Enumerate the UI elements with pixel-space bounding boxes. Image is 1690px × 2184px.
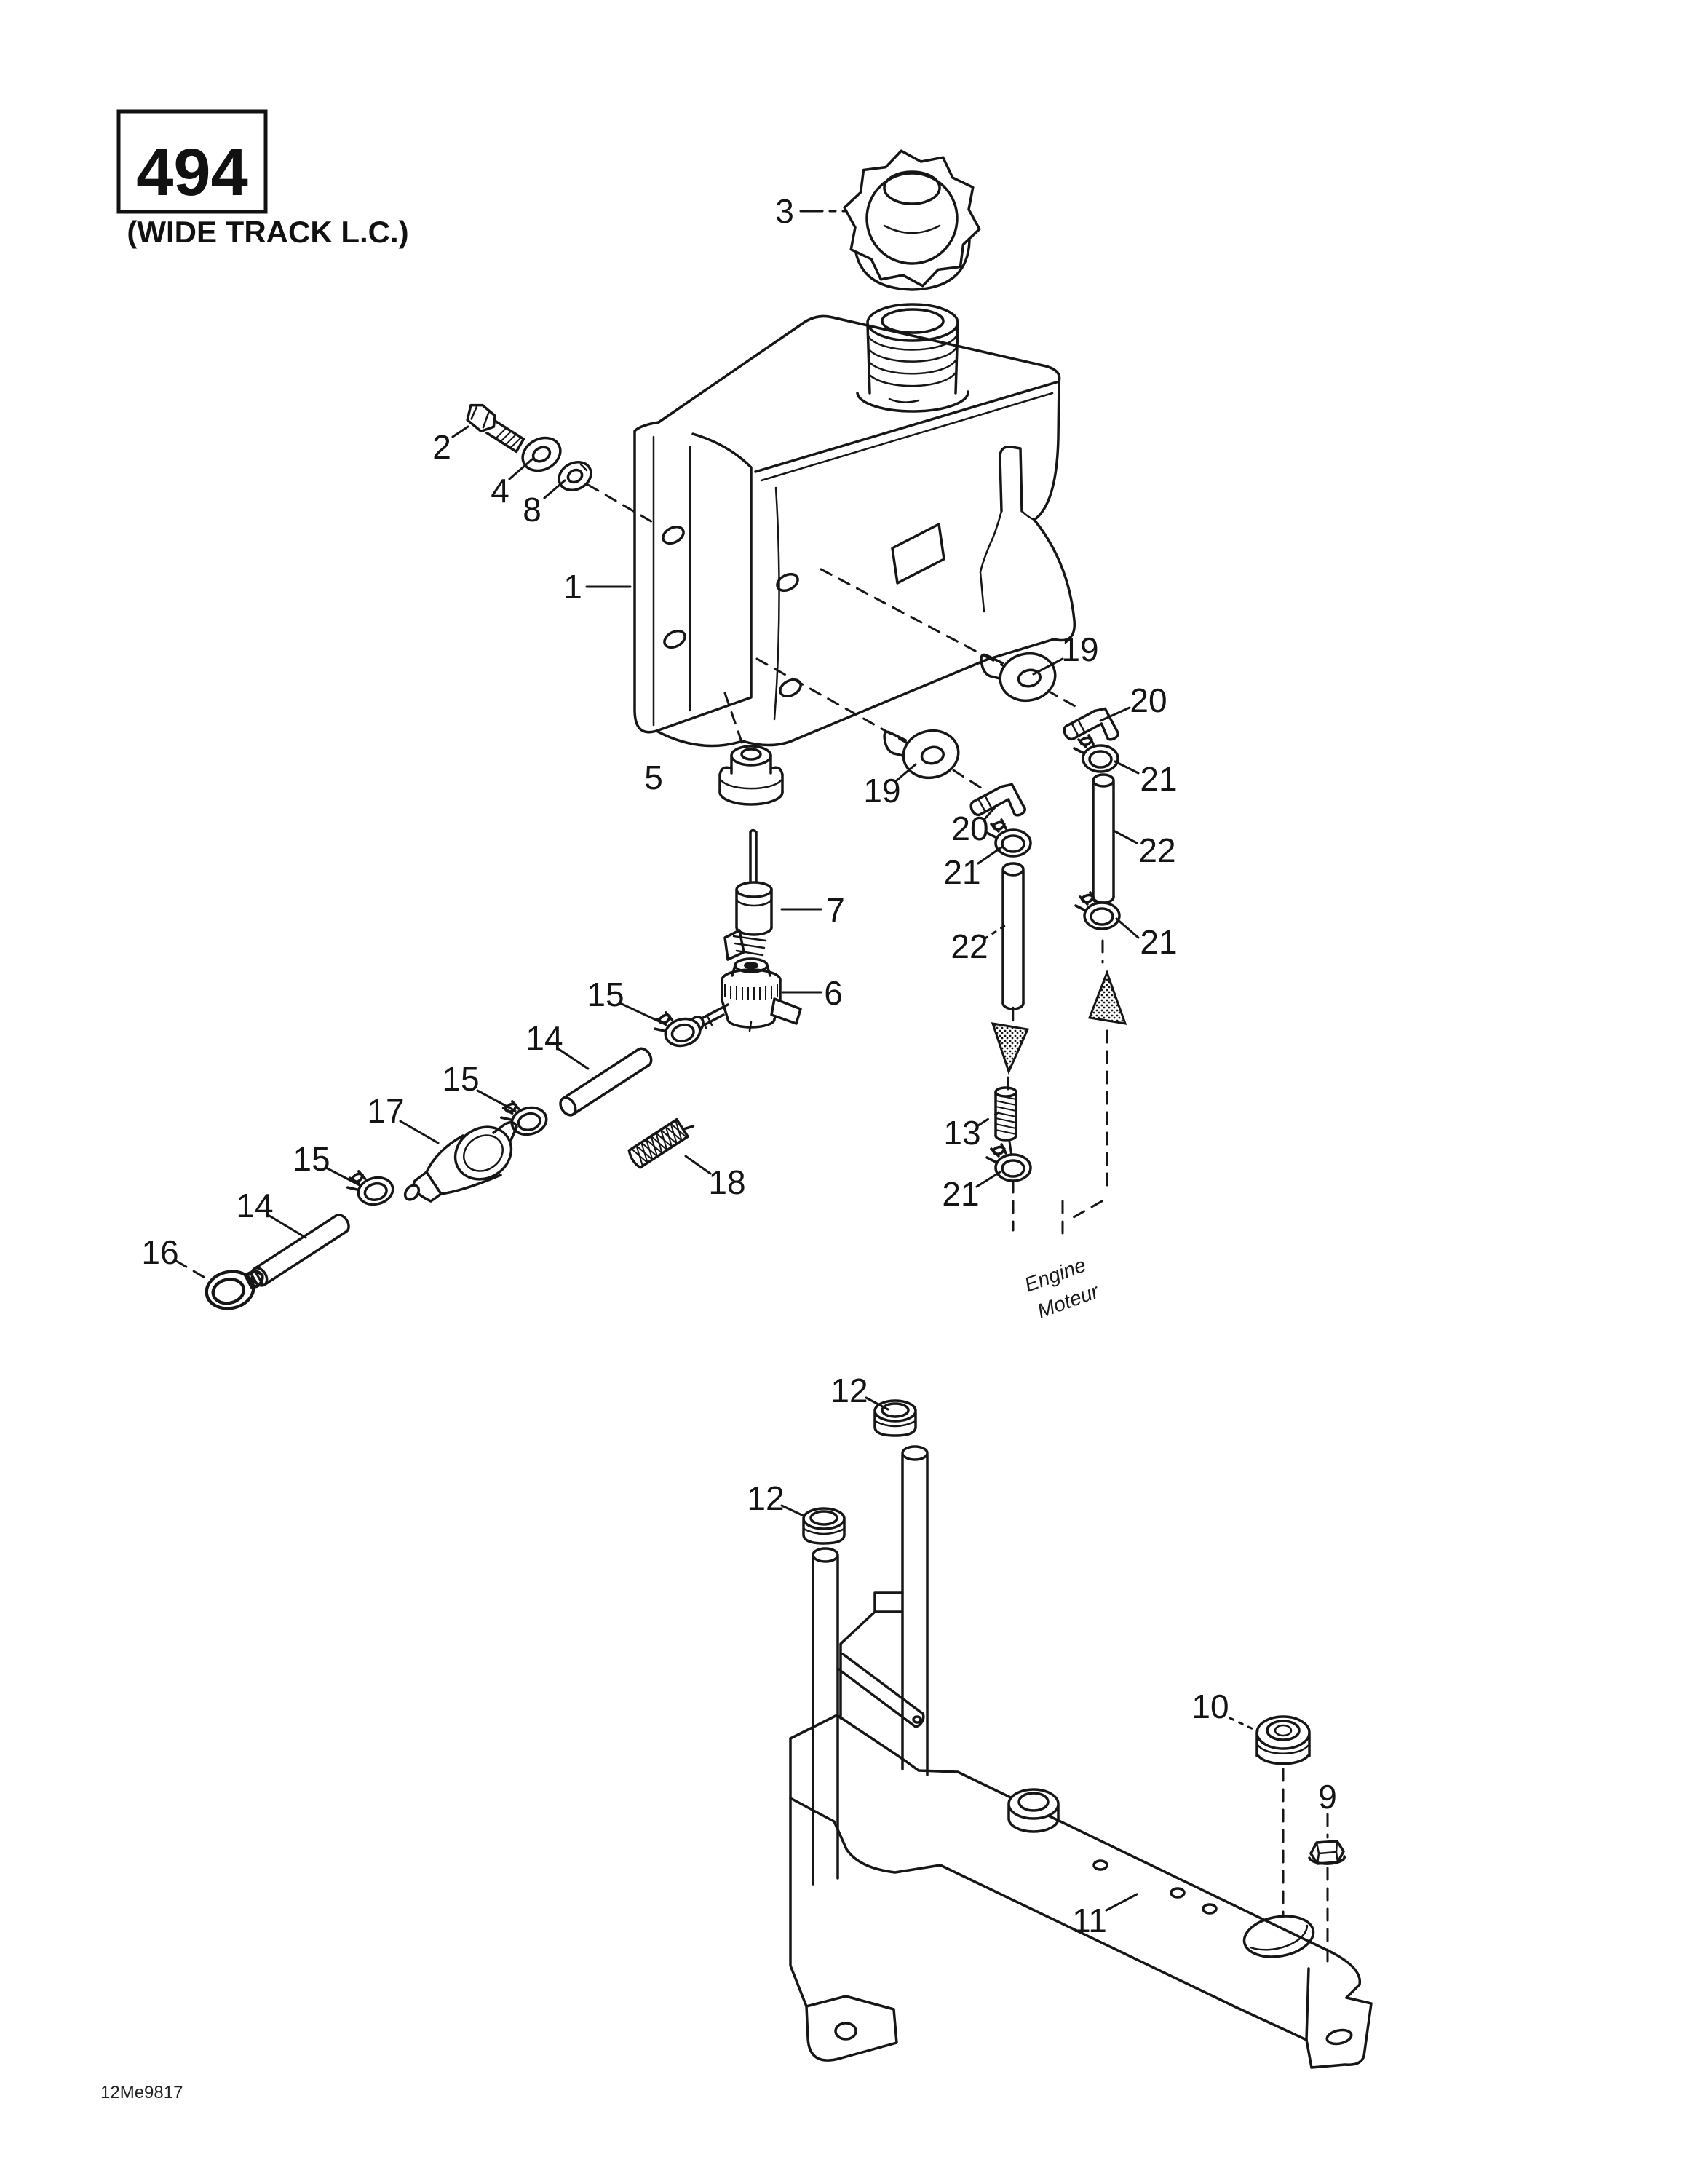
flange-bolt	[466, 403, 525, 454]
elbow-fitting-20a	[1063, 707, 1119, 741]
support-bracket	[789, 1445, 1373, 2069]
hose-clamp-15c	[343, 1163, 397, 1211]
engine-label: Engine Moteur	[1021, 1254, 1103, 1323]
flow-arrow-up-icon	[1087, 969, 1127, 1025]
filler-neck	[856, 303, 969, 413]
callout-5: 5	[644, 759, 663, 796]
callout-12b: 12	[747, 1479, 784, 1517]
callout-11: 11	[1072, 1902, 1107, 1939]
lock-washer	[558, 461, 592, 491]
mounting-grommet-10	[1255, 1715, 1311, 1765]
leader-lines	[175, 210, 1259, 1912]
callout-17: 17	[367, 1092, 404, 1130]
hose-clamp-15a	[650, 1004, 705, 1053]
callout-15c: 15	[293, 1140, 330, 1178]
oil-line-22b	[1001, 862, 1025, 1010]
variant-label: (WIDE TRACK L.C.)	[127, 215, 408, 249]
callout-6: 6	[824, 974, 843, 1012]
callout-3: 3	[775, 192, 794, 230]
flat-washer	[521, 436, 562, 472]
header: 494 (WIDE TRACK L.C.)	[116, 109, 409, 249]
callout-20b: 20	[951, 810, 988, 847]
callout-7: 7	[826, 891, 845, 929]
callout-18: 18	[708, 1163, 745, 1201]
callout-8: 8	[523, 491, 541, 529]
callout-19a: 19	[1061, 630, 1098, 668]
hose-14a	[559, 1047, 653, 1117]
spring-13	[994, 1086, 1017, 1142]
callout-14a: 14	[525, 1019, 563, 1057]
callout-15a: 15	[587, 976, 624, 1013]
callout-9: 9	[1318, 1778, 1337, 1816]
flanged-nut-9	[1308, 1840, 1346, 1865]
callout-21a: 21	[1140, 760, 1177, 798]
spring-18	[627, 1118, 695, 1169]
outlet-valve	[687, 957, 802, 1034]
callout-21b: 21	[1140, 923, 1177, 961]
callout-2: 2	[432, 428, 451, 466]
assembly-lines	[587, 483, 1076, 792]
model-code-box	[116, 109, 268, 214]
clamp-16	[205, 1270, 264, 1310]
plug-cap-12b	[802, 1507, 846, 1545]
callout-13: 13	[943, 1114, 980, 1152]
grommet-5	[718, 745, 784, 806]
callout-21d: 21	[942, 1175, 979, 1213]
callout-19b: 19	[863, 772, 900, 810]
model-code: 494	[136, 135, 248, 210]
callout-15b: 15	[442, 1060, 479, 1098]
callout-22a: 22	[1138, 831, 1175, 869]
callout-16: 16	[141, 1233, 178, 1271]
doc-code: 12Me9817	[100, 2083, 183, 2102]
hose-clamp-21a	[1073, 734, 1119, 773]
filler-cap	[843, 149, 981, 291]
inline-filter	[403, 1121, 518, 1203]
flow-arrow-down-icon	[991, 1022, 1030, 1075]
hose-clamp-21b	[985, 818, 1032, 858]
callout-14b: 14	[236, 1187, 273, 1224]
callout-4: 4	[491, 472, 509, 510]
callout-10: 10	[1191, 1688, 1229, 1725]
oil-line-22a	[1092, 773, 1115, 904]
callout-22b: 22	[951, 927, 988, 965]
grommet-19a	[978, 639, 1061, 711]
oil-pickup	[723, 828, 773, 961]
callout-12a: 12	[830, 1372, 868, 1409]
callout-20a: 20	[1130, 681, 1167, 719]
callout-21c: 21	[943, 853, 980, 891]
engine-dashes	[1007, 939, 1108, 1242]
callout-1: 1	[563, 568, 582, 606]
